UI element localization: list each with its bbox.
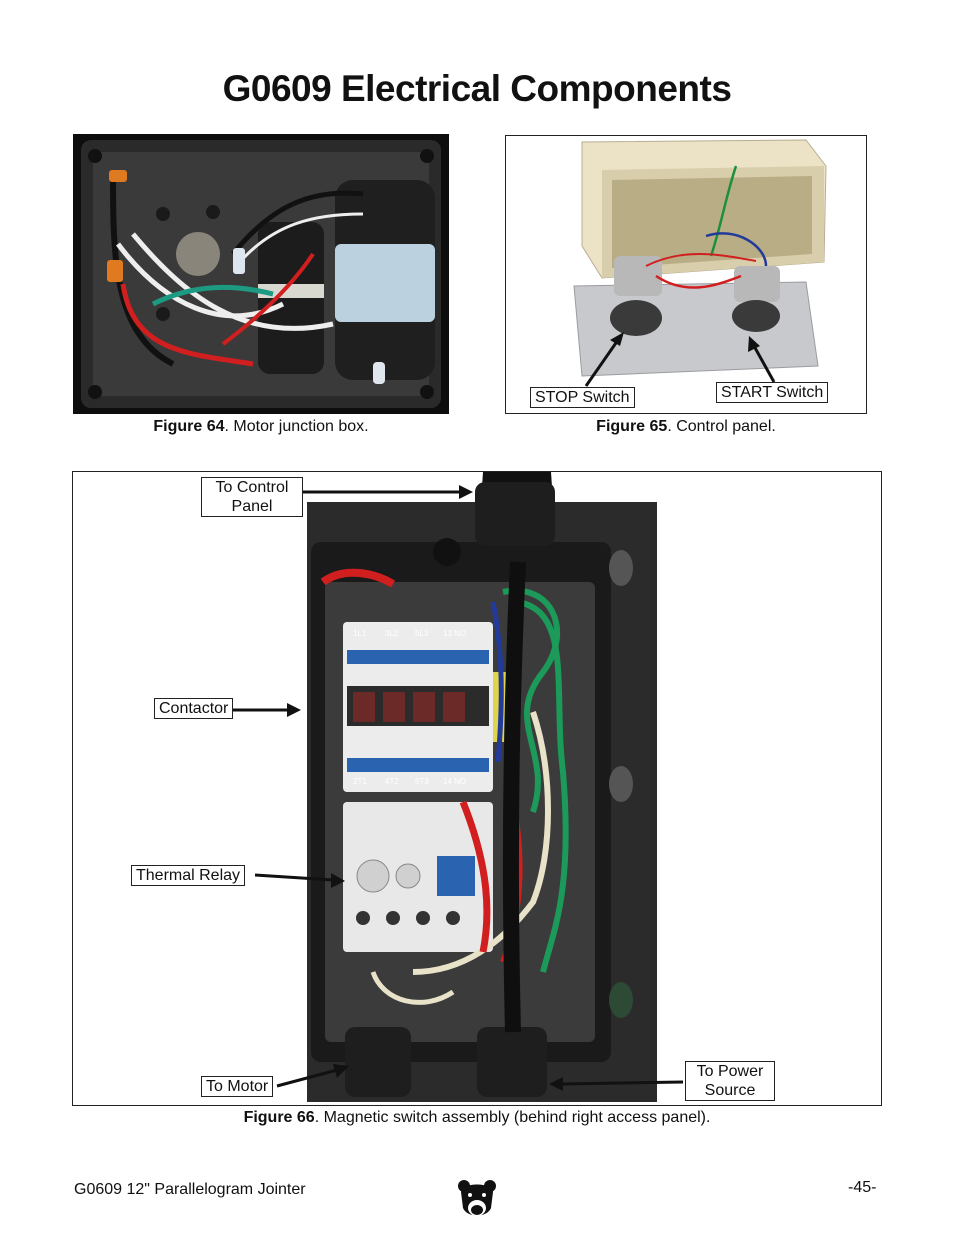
page-title: G0609 Electrical Components	[222, 68, 732, 109]
contactor-label: Contactor	[154, 698, 234, 719]
terminal-5l3: 5L3	[415, 629, 429, 638]
motor-junction-box-photo	[73, 134, 449, 414]
terminal-6t3: 6T3	[415, 777, 429, 786]
control-panel-photo: STOP Switch START Switch	[505, 135, 867, 414]
thermal-relay-label: Thermal Relay	[131, 865, 246, 886]
callout-arrows	[233, 485, 684, 1091]
stop-switch-label: STOP Switch	[530, 387, 635, 408]
figure-64-caption: Figure 64. Motor junction box.	[153, 418, 369, 435]
to-control-panel-label: To Control Panel	[201, 477, 303, 517]
figure-66-caption: Figure 66. Magnetic switch assembly (beh…	[243, 1109, 711, 1126]
terminal-14no: 14 NO	[443, 777, 466, 786]
bear-head-logo-icon	[457, 1178, 497, 1227]
figure-66-frame: 1L1 3L2 5L3 13 NO 2T1 4T2 6T3 14 NO To C…	[72, 471, 882, 1106]
terminal-3l2: 3L2	[385, 629, 399, 638]
terminal-4t2: 4T2	[385, 777, 399, 786]
figure-65-caption: Figure 65. Control panel.	[596, 418, 776, 435]
to-motor-label: To Motor	[201, 1076, 274, 1097]
page-number: -45-	[848, 1179, 877, 1196]
to-power-source-label: To Power Source	[685, 1061, 775, 1101]
terminal-2t1: 2T1	[353, 777, 367, 786]
contactor-terminal-labels: 1L1 3L2 5L3 13 NO 2T1 4T2 6T3 14 NO	[353, 629, 466, 786]
magnetic-switch-photo	[303, 472, 723, 1105]
terminal-13no: 13 NO	[443, 629, 466, 638]
footer-model: G0609 12" Parallelogram Jointer	[74, 1181, 306, 1198]
start-switch-label: START Switch	[716, 382, 829, 403]
terminal-1l1: 1L1	[353, 629, 367, 638]
